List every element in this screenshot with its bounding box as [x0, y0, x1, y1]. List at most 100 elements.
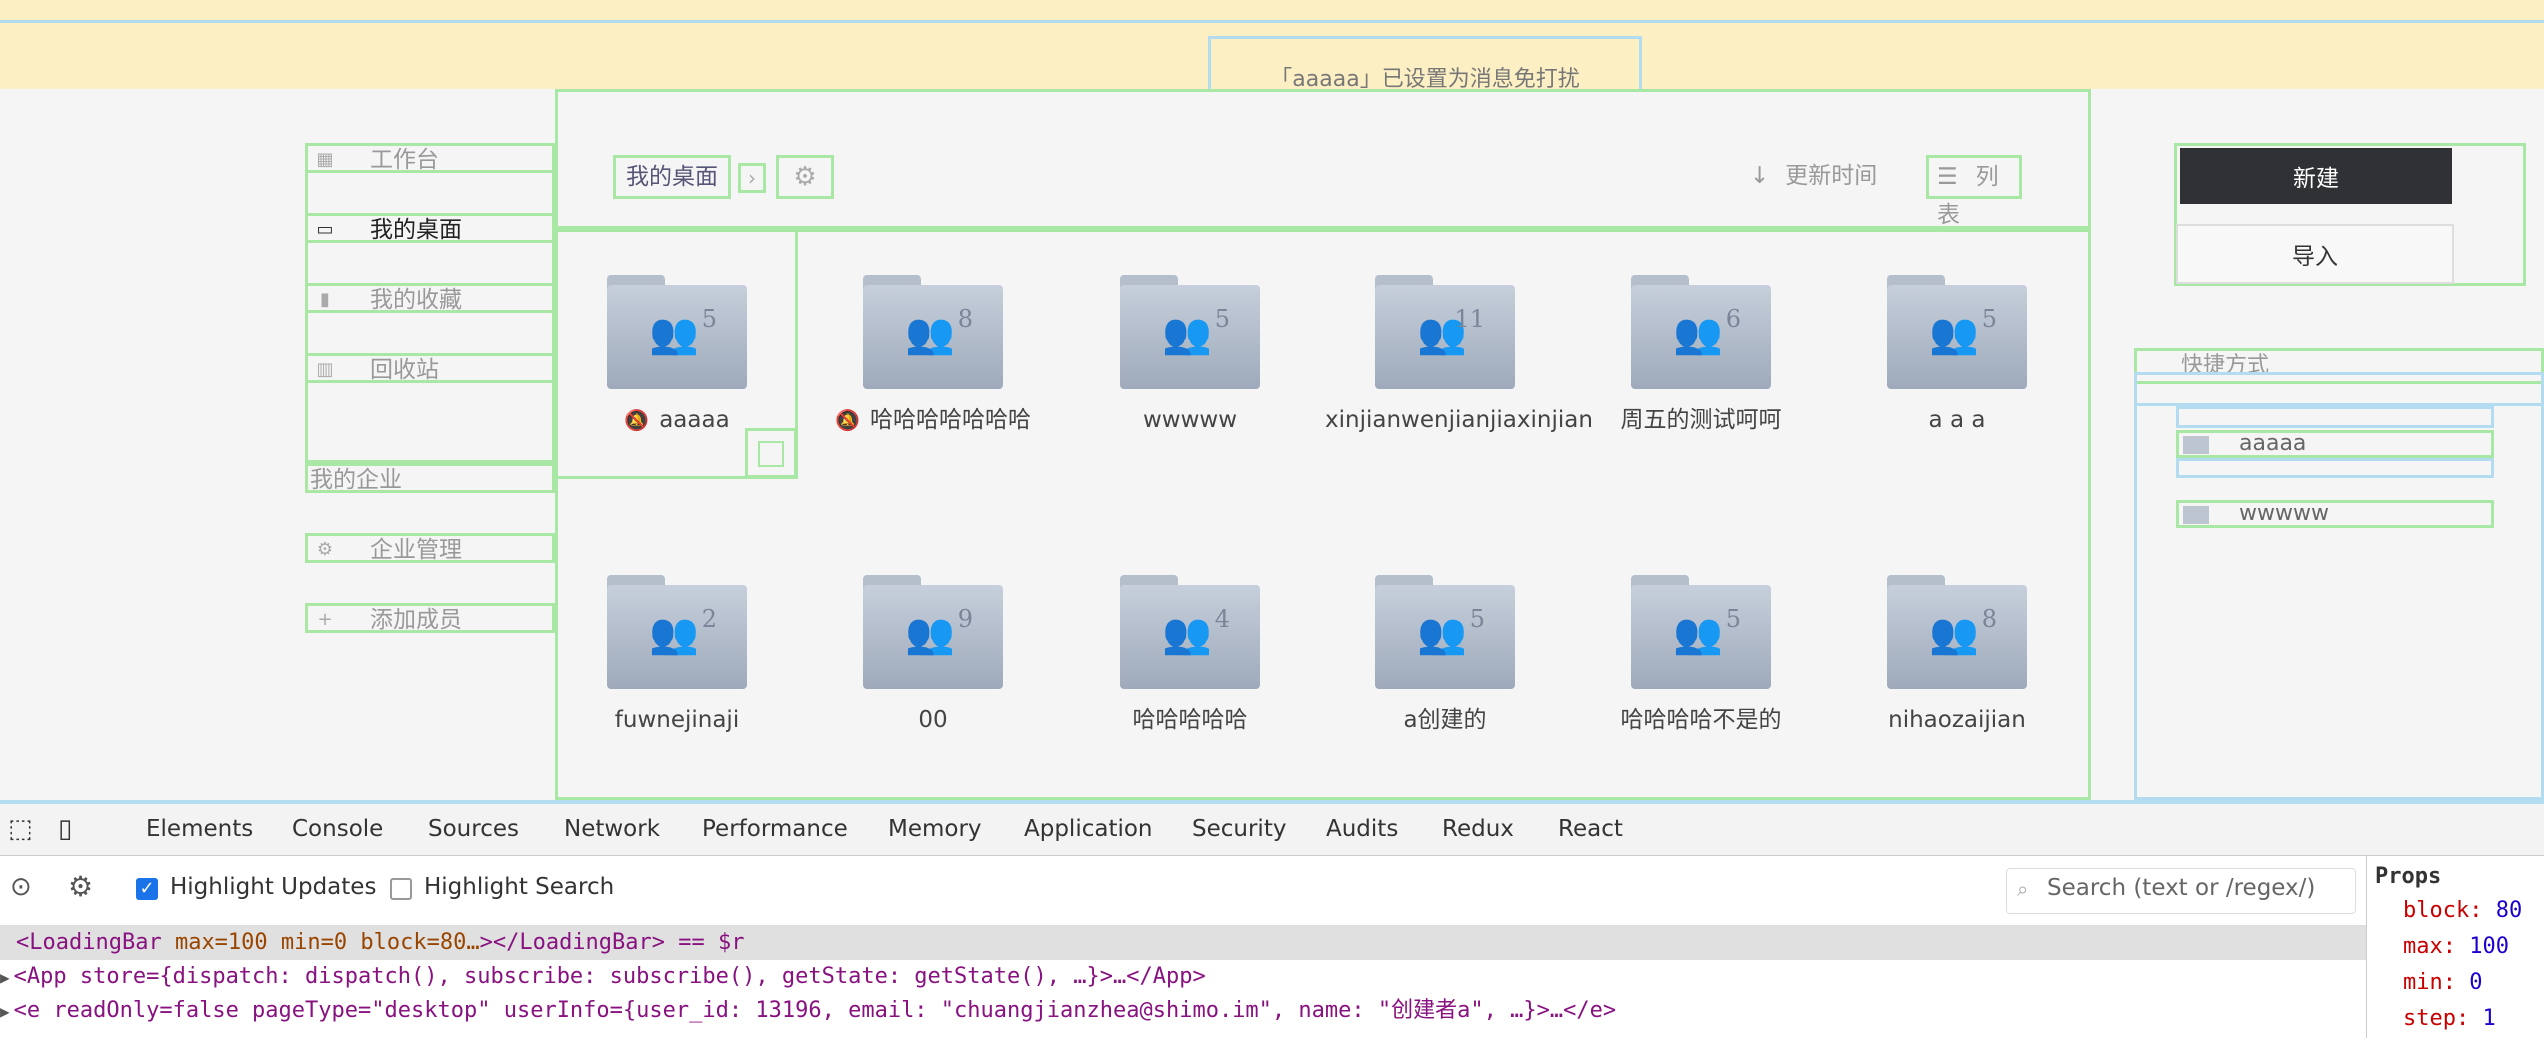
arrow-down-icon: ↓: [1750, 163, 1770, 189]
folder-label: 哈哈哈哈哈: [1132, 707, 1248, 733]
member-count: 9: [957, 605, 973, 633]
tree-row[interactable]: ▶<App store={dispatch: dispatch(), subsc…: [0, 960, 2366, 994]
tab-console[interactable]: Console: [292, 816, 384, 842]
folder-name[interactable]: fuwnejinaji: [557, 702, 797, 738]
sidebar-item-label: 添加成员: [370, 607, 462, 633]
notice-banner: [0, 23, 2544, 89]
prop-row: step: 1: [2403, 1006, 2496, 1031]
sidebar-item-add-member[interactable]: + 添加成员: [305, 603, 555, 633]
folder-name[interactable]: xinjianwenjianjiaxinjian: [1325, 402, 1593, 438]
tree-row-selected[interactable]: <LoadingBar max=100 min=0 block=80…></Lo…: [0, 926, 2366, 960]
folder-name[interactable]: nihaozaijian: [1837, 702, 2077, 738]
highlight-line: [0, 20, 2544, 23]
folder-label: wwwww: [1142, 407, 1238, 433]
breadcrumb[interactable]: 我的桌面: [613, 155, 731, 199]
sidebar-item-favorites[interactable]: ▮ 我的收藏: [305, 283, 555, 313]
member-count: 2: [701, 605, 717, 633]
folder-icon[interactable]: 👥4: [1120, 575, 1260, 689]
folder-icon[interactable]: 👥5: [1120, 275, 1260, 389]
inspect-icon[interactable]: ⬚: [8, 814, 33, 844]
tab-redux[interactable]: Redux: [1442, 816, 1514, 842]
folder-name[interactable]: a创建的: [1325, 702, 1565, 738]
folder-icon: [2183, 506, 2209, 524]
mute-icon: 🔕: [835, 408, 860, 432]
expand-arrow-icon[interactable]: ▶: [0, 1002, 10, 1021]
tab-react[interactable]: React: [1558, 804, 1623, 859]
new-button[interactable]: 新建: [2180, 148, 2452, 204]
desktop-icon: ▭: [316, 219, 334, 240]
folder-label: 周五的测试呵呵: [1620, 407, 1782, 433]
tab-application[interactable]: Application: [1024, 816, 1153, 842]
prop-value: 80: [2495, 898, 2523, 923]
shortcut-item[interactable]: wwwww: [2176, 500, 2494, 528]
workbench-icon: ▦: [316, 149, 334, 170]
folder-label: nihaozaijian: [1888, 707, 2026, 733]
tab-memory[interactable]: Memory: [888, 816, 982, 842]
folder-icon[interactable]: 👥8: [863, 275, 1003, 389]
member-count: 5: [1725, 605, 1741, 633]
tab-network[interactable]: Network: [564, 816, 661, 842]
app-area: [0, 89, 2544, 800]
folder-icon[interactable]: 👥2: [607, 575, 747, 689]
folder-icon[interactable]: 👥11: [1375, 275, 1515, 389]
folder-name[interactable]: 00: [813, 702, 1053, 738]
search-input[interactable]: ⌕ Search (text or /regex/): [2006, 868, 2356, 914]
highlight-updates-checkbox[interactable]: ✓: [136, 878, 158, 900]
tab-audits[interactable]: Audits: [1326, 816, 1399, 842]
people-icon: 👥: [649, 611, 699, 657]
highlight-search-label: Highlight Search: [424, 874, 615, 900]
sidebar-item-label: 企业管理: [370, 537, 462, 563]
shortcut-item[interactable]: aaaaa: [2176, 430, 2494, 458]
import-button[interactable]: 导入: [2176, 224, 2454, 284]
list-icon: ☰: [1937, 164, 1958, 190]
folder-icon[interactable]: 👥5: [607, 275, 747, 389]
folder-name[interactable]: 周五的测试呵呵: [1581, 402, 1821, 438]
folder-name[interactable]: 🔕aaaaa: [557, 402, 797, 438]
target-icon[interactable]: ⊙: [10, 872, 32, 902]
tree-row[interactable]: ▶<e readOnly=false pageType="desktop" us…: [0, 994, 2366, 1028]
expand-arrow-icon[interactable]: ▶: [0, 968, 10, 987]
bookmark-icon: ▮: [320, 289, 330, 310]
folder-icon[interactable]: 👥5: [1375, 575, 1515, 689]
prop-value: 0: [2469, 970, 2483, 995]
sidebar-item-enterprise-admin[interactable]: ⚙ 企业管理: [305, 533, 555, 563]
folder-label: a创建的: [1403, 707, 1487, 733]
member-count: 5: [1981, 305, 1997, 333]
view-label: 列表: [1937, 164, 1999, 228]
devtools-divider: [0, 800, 2544, 804]
shortcut-row-highlight: [2176, 458, 2494, 478]
highlight-search-checkbox[interactable]: [390, 878, 412, 900]
folder-icon[interactable]: 👥9: [863, 575, 1003, 689]
sort-button[interactable]: ↓更新时间: [1750, 158, 1877, 194]
tab-performance[interactable]: Performance: [702, 816, 848, 842]
folder-name[interactable]: 🔕哈哈哈哈哈哈哈: [813, 402, 1053, 438]
tab-elements[interactable]: Elements: [146, 816, 254, 842]
people-icon: 👥: [649, 311, 699, 357]
folder-icon[interactable]: 👥8: [1887, 575, 2027, 689]
folder-name[interactable]: 哈哈哈哈不是的: [1581, 702, 1821, 738]
folder-name[interactable]: 哈哈哈哈哈: [1070, 702, 1310, 738]
top-strip: [0, 0, 2544, 22]
folder-icon[interactable]: 👥5: [1631, 575, 1771, 689]
sidebar-nav: [305, 143, 555, 463]
folder-icon[interactable]: 👥6: [1631, 275, 1771, 389]
tab-sources[interactable]: Sources: [428, 816, 519, 842]
folder-checkbox[interactable]: [745, 428, 797, 478]
device-toggle-icon[interactable]: ▯: [58, 814, 73, 844]
member-count: 11: [1454, 305, 1485, 333]
folder-name[interactable]: wwwww: [1070, 402, 1310, 438]
folder-name[interactable]: a a a: [1837, 402, 2077, 438]
sidebar-section-title: 我的企业: [305, 463, 555, 493]
search-placeholder: Search (text or /regex/): [2047, 875, 2316, 901]
folder-settings-icon[interactable]: ⚙: [776, 155, 834, 199]
tab-security[interactable]: Security: [1192, 816, 1287, 842]
view-list-button[interactable]: ☰列表: [1926, 155, 2022, 228]
folder-icon[interactable]: 👥5: [1887, 275, 2027, 389]
section-label: 我的企业: [310, 467, 402, 493]
people-icon: 👥: [1162, 611, 1212, 657]
gear-icon[interactable]: ⚙: [68, 870, 94, 903]
folder-label: xinjianwenjianjiaxinjian: [1325, 407, 1593, 433]
prop-row: block: 80: [2403, 898, 2522, 923]
people-icon: 👥: [1673, 311, 1723, 357]
sidebar-item-label: 我的收藏: [370, 287, 462, 313]
